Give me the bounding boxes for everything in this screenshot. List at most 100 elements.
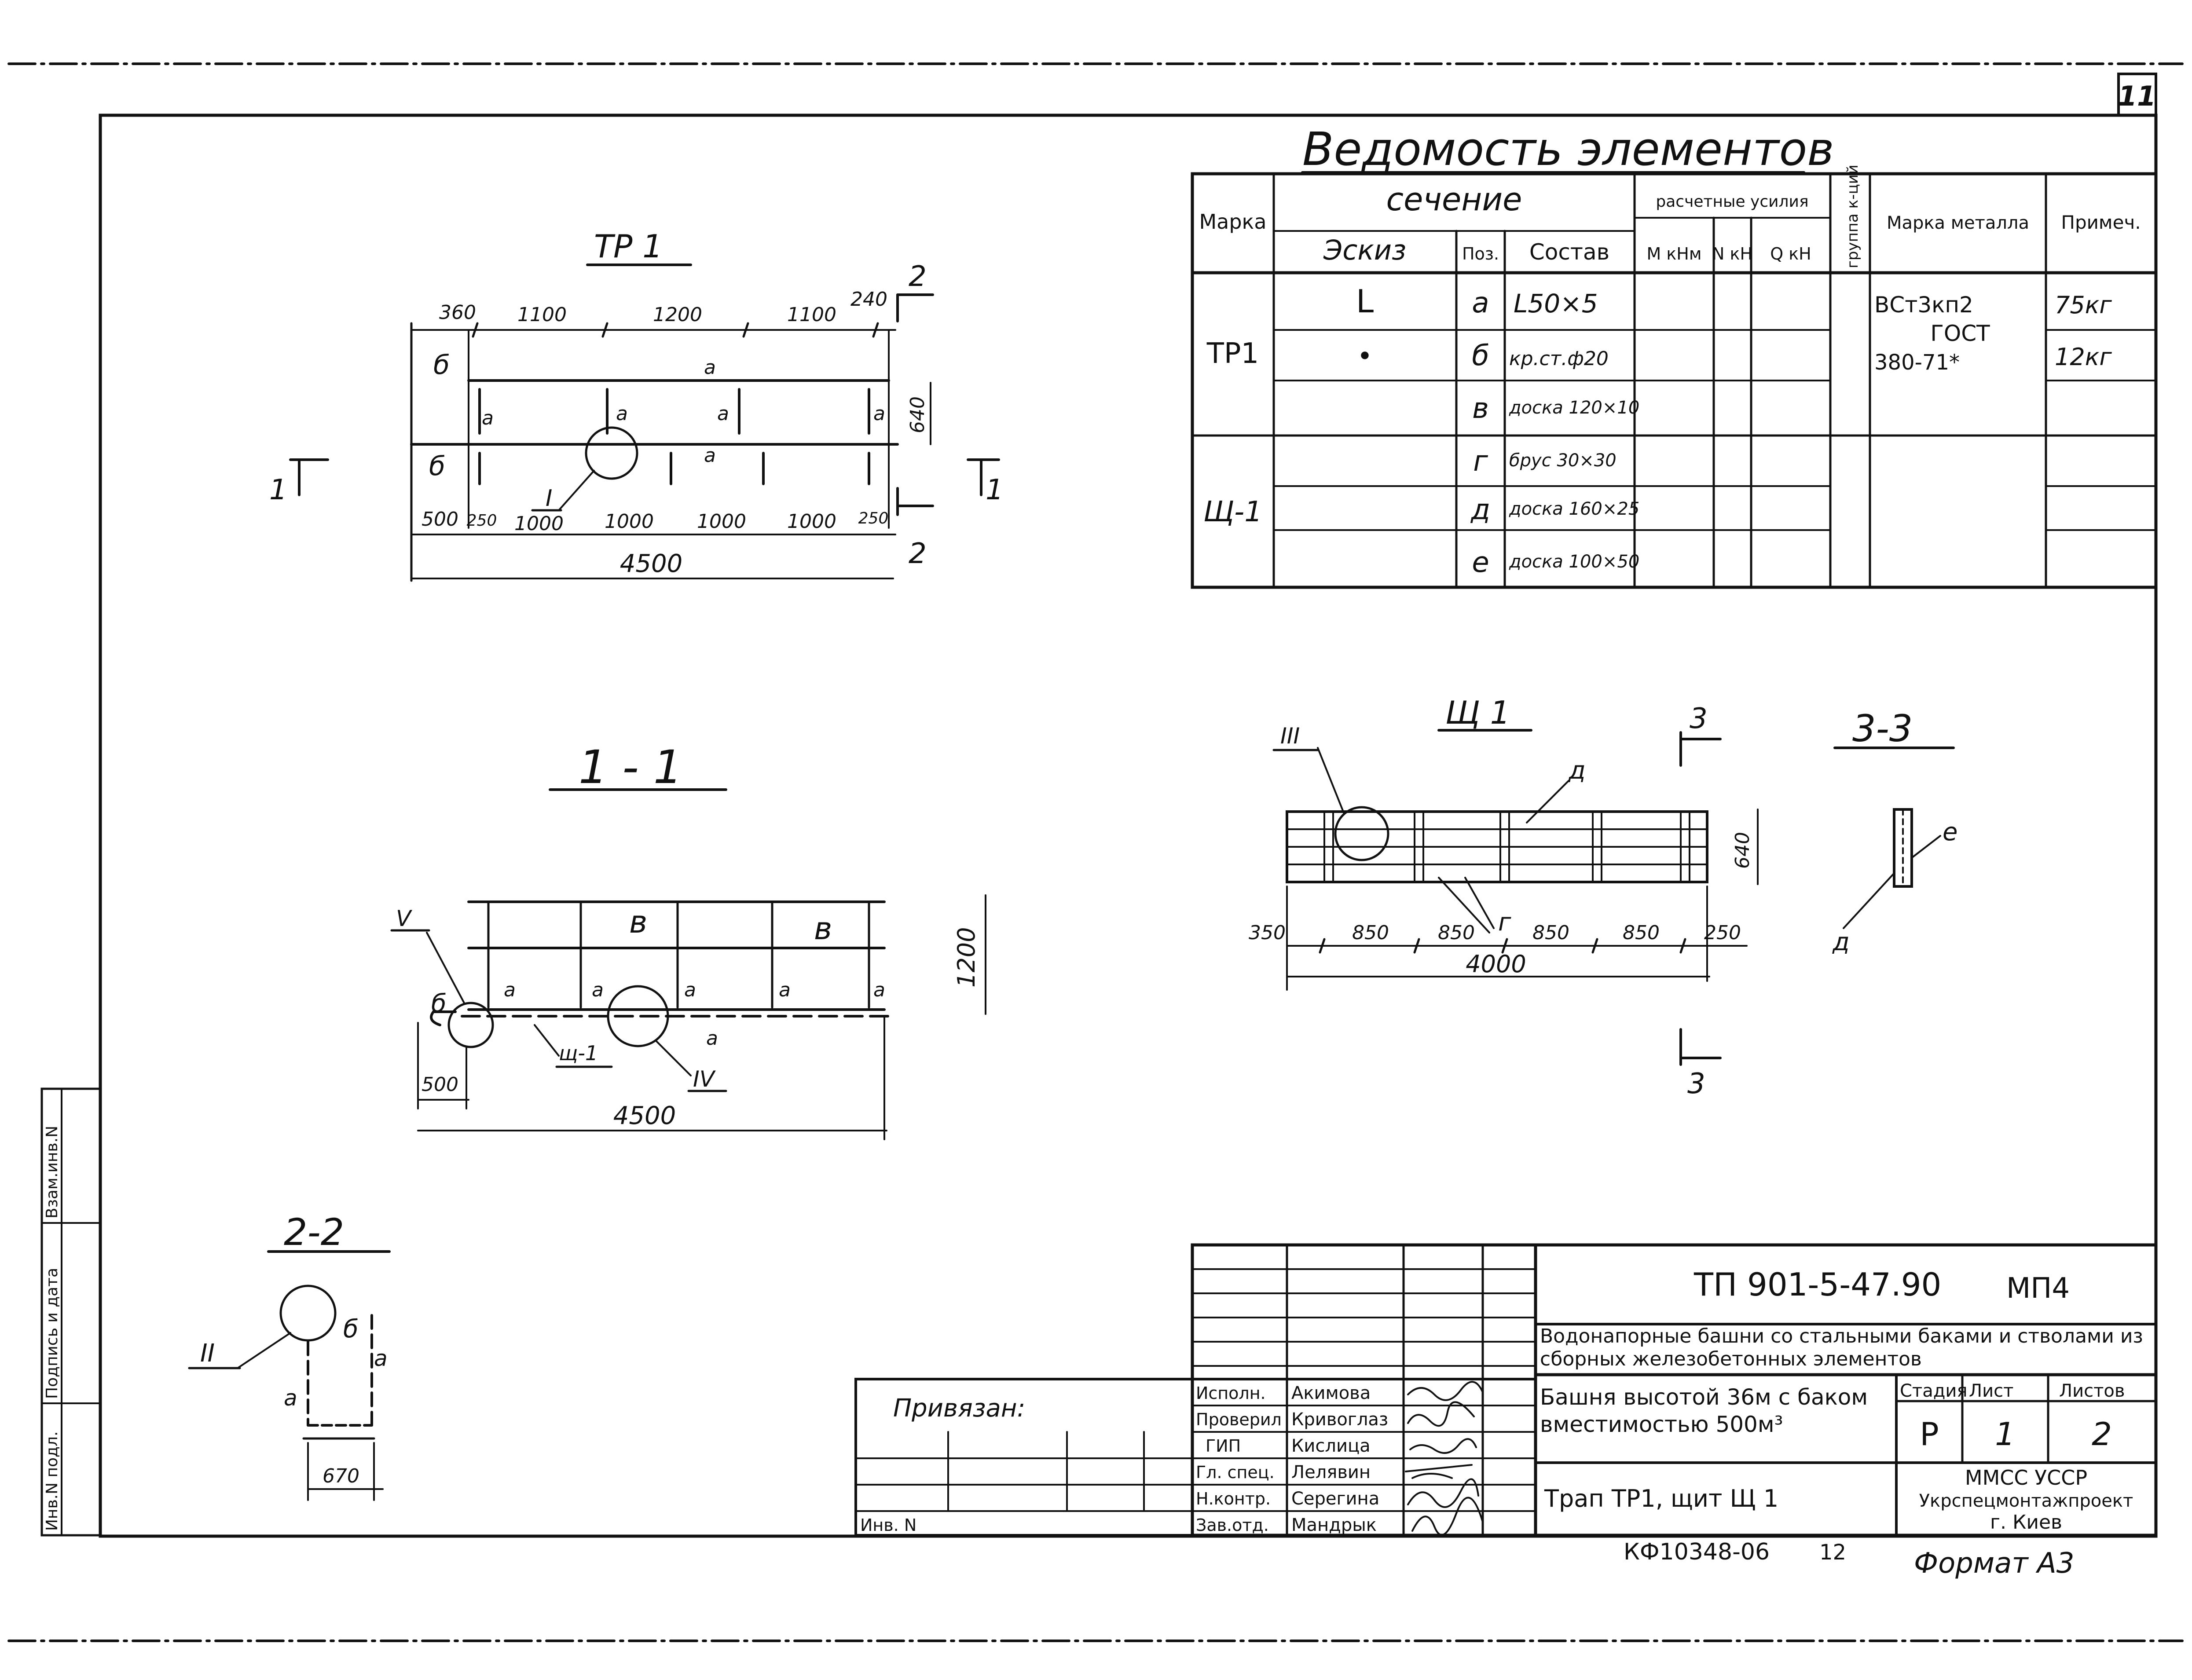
th-m: М кНм	[1646, 244, 1701, 264]
section11-node4-circle	[607, 985, 669, 1047]
table-row: L а L50×5	[1356, 283, 1598, 320]
tp1-dim-top: 1200	[653, 304, 702, 326]
svg-text:Зав.отд.: Зав.отд.	[1196, 1515, 1269, 1535]
note-mass-1: 75кг	[2055, 291, 2112, 319]
view-tp1-title: ТР 1	[594, 228, 663, 265]
shield1-label-g: г	[1498, 908, 1511, 937]
section11-label-v: в	[629, 904, 647, 940]
section33-label-e: е	[1943, 818, 1957, 846]
table-row: г брус 30×30	[1473, 445, 1617, 478]
section33-label-d: д	[1832, 928, 1850, 956]
tp1-cut2-label: 2	[909, 538, 927, 570]
tp1-dim-top: 1100	[517, 304, 567, 326]
tp1-node-circle	[585, 426, 638, 480]
svg-text:б: б	[1472, 340, 1489, 372]
sheet-value: 1	[1995, 1416, 2015, 1453]
org-line-2: Укрспецмонтажпроект	[1919, 1491, 2133, 1511]
tp1-dim-bottom: 1000	[514, 512, 564, 535]
shield1-dim: 850	[1438, 922, 1475, 944]
tp1-mark-a: а	[482, 407, 494, 429]
title-code: ТП 901-5-47.90	[1693, 1266, 1941, 1303]
section11-left-dim: 500	[422, 1073, 458, 1096]
shield1-total-dim: 4000	[1466, 950, 1526, 978]
shield1-dim: 350	[1249, 922, 1286, 944]
tp1-dim-bottom: 1000	[697, 510, 746, 533]
th-q: Q кН	[1770, 244, 1811, 264]
elements-table: Ведомость элементов Марка сечение Эскиз …	[1191, 122, 2158, 589]
svg-text:L: L	[1356, 283, 1374, 320]
archive-code: КФ10348-06	[1624, 1539, 1770, 1565]
svg-text:Н.контр.: Н.контр.	[1196, 1489, 1271, 1508]
title-project: Водонапорные башни со стальными баками и…	[1540, 1325, 2143, 1370]
tp1-mark-a: а	[704, 444, 716, 467]
section11-label-a: а	[873, 979, 885, 1001]
tp1-cut1-label: 1	[269, 474, 287, 506]
tp1-dim-bottom: 1000	[787, 510, 836, 533]
th-forces: расчетные усилия	[1656, 193, 1808, 211]
table-row: е доска 100×50	[1472, 546, 1639, 579]
tp1-mark-b: б	[429, 451, 445, 482]
title-sheet-title: Трап ТР1, щит Щ 1	[1544, 1485, 1778, 1512]
shield1-title: Щ 1	[1445, 694, 1510, 731]
th-n: N кН	[1712, 244, 1752, 264]
title-suffix: МП4	[2006, 1272, 2070, 1305]
section11-shield-label: щ-1	[559, 1041, 598, 1065]
title-building: Башня высотой 36м с баком вместимостью 5…	[1540, 1384, 1868, 1437]
th-metal: Марка металла	[1887, 213, 2029, 233]
shield1-dim: 850	[1532, 922, 1569, 944]
shield1-dim: 850	[1623, 922, 1660, 944]
section22-label-a: а	[374, 1346, 388, 1371]
shield1-label-d: д	[1568, 756, 1586, 785]
section22-node-label: II	[200, 1339, 215, 1368]
section11-label-v: в	[814, 911, 832, 947]
shield1-cut-label: 3	[1690, 703, 1708, 735]
svg-text:ГИП: ГИП	[1206, 1436, 1241, 1456]
tp1-dim-bottom: 250	[467, 512, 497, 530]
th-mark: Марка	[1199, 210, 1266, 234]
title-block: Привязан: Инв. N Исполн. Акимова Провери…	[854, 1243, 2158, 1537]
section11-height-dim: 1200	[953, 927, 980, 988]
tp1-dim-total: 4500	[620, 549, 683, 578]
elements-table-title: Ведомость элементов	[1302, 122, 1834, 176]
metal-line-3: 380-71*	[1874, 350, 1960, 375]
section11-label-a: а	[684, 979, 696, 1001]
svg-text:брус 30×30: брус 30×30	[1509, 450, 1617, 471]
tp1-cut2-label: 2	[909, 260, 927, 293]
svg-text:доска 100×50: доска 100×50	[1509, 552, 1639, 572]
view-section-2-2: 2-2 II б а а 670	[188, 1211, 391, 1501]
svg-text:д: д	[1470, 494, 1490, 526]
svg-text:Кривоглаз: Кривоглаз	[1291, 1409, 1388, 1430]
section11-title: 1 - 1	[579, 740, 682, 794]
section11-node4-label: IV	[693, 1066, 716, 1092]
table-row: д доска 160×25	[1470, 494, 1639, 526]
group-mark-tp1: ТР1	[1206, 337, 1259, 370]
section22-label-a: а	[284, 1385, 297, 1411]
org-line-3: г. Киев	[1990, 1511, 2062, 1534]
section11-node5-label: V	[396, 906, 413, 931]
th-group: группа к-ций	[1844, 165, 1862, 268]
org-line-1: ММСС УССР	[1965, 1466, 2087, 1490]
sheet-number: 11	[2118, 80, 2156, 112]
section22-width-dim: 670	[323, 1465, 359, 1487]
svg-text:е: е	[1472, 546, 1489, 579]
format-label: Формат А3	[1914, 1547, 2075, 1580]
svg-text:L50×5: L50×5	[1514, 289, 1598, 318]
note-mass-2: 12кг	[2055, 343, 2112, 371]
shield1-node-circle	[1334, 806, 1389, 861]
svg-text:Акимова: Акимова	[1291, 1383, 1371, 1403]
section11-label-b: б	[431, 989, 447, 1018]
side-stamp: Инв.N подл. Подпись и дата Взам.инв.N	[40, 1087, 102, 1537]
view-section-3-3: 3-3 е д	[1832, 707, 1957, 956]
th-sketch: Эскиз	[1323, 234, 1406, 266]
signature-row: Гл. спец. Лелявин	[1196, 1462, 1371, 1482]
metal-line-1: ВСт3кп2	[1874, 292, 1973, 318]
signature-row: Зав.отд. Мандрык	[1196, 1515, 1377, 1535]
sheets-value: 2	[2092, 1416, 2112, 1453]
tp1-mark-a: а	[873, 403, 885, 425]
sheet-label: Лист	[1969, 1381, 2013, 1401]
svg-text:кр.ст.ф20: кр.ст.ф20	[1509, 348, 1609, 370]
section11-total-dim: 4500	[613, 1102, 676, 1130]
view-shield1: Щ 1 III д г 350 850 850 85	[1249, 694, 1759, 1100]
tp1-cut1-label: 1	[986, 474, 1004, 506]
tp1-mark-a: а	[704, 356, 716, 379]
